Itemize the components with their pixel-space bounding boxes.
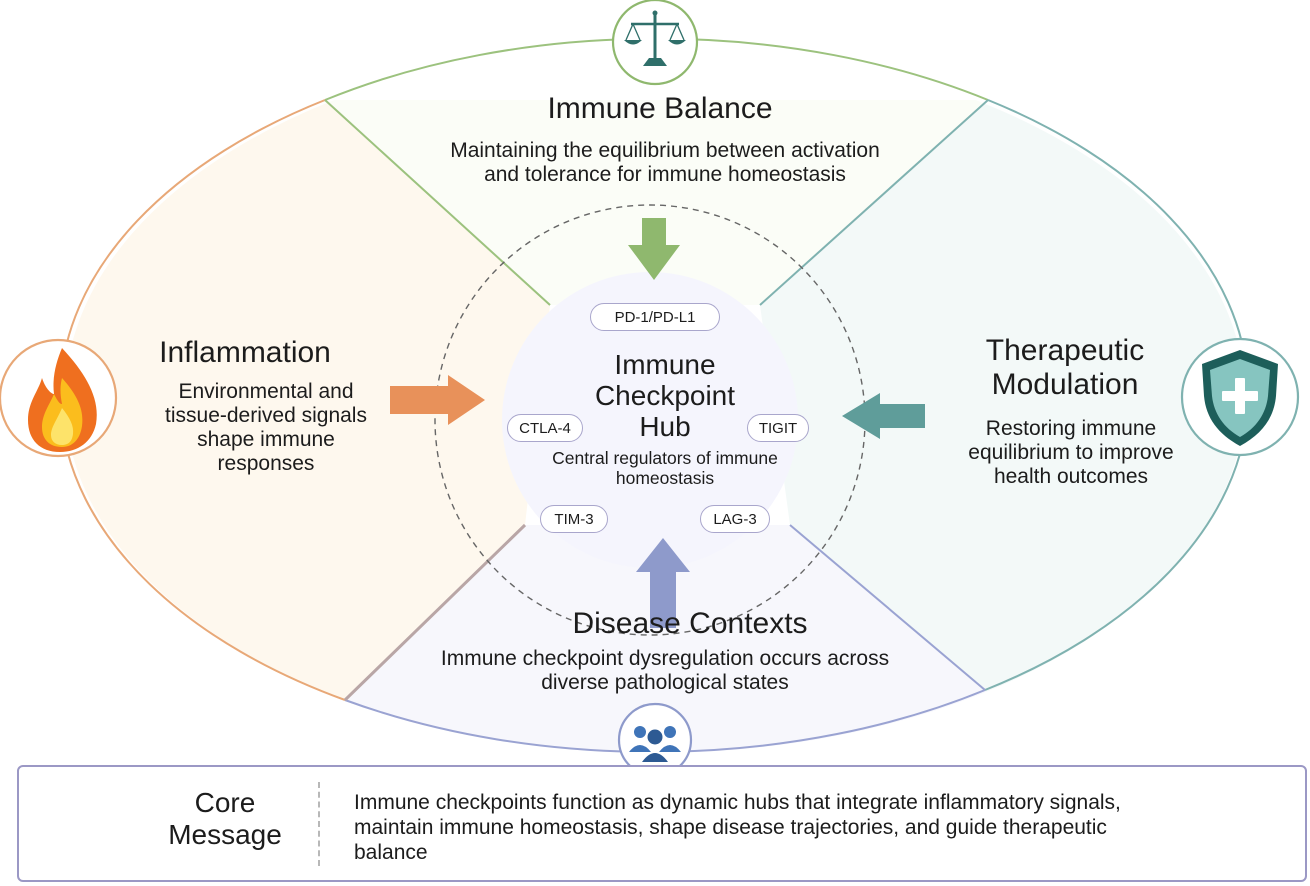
people-group-icon <box>617 702 693 778</box>
inflammation-title: Inflammation <box>159 336 331 369</box>
divider-bottom-right <box>789 524 986 691</box>
shield-plus-icon <box>1180 337 1300 457</box>
core-message-box <box>17 765 1307 882</box>
hub-circle <box>502 272 798 568</box>
checkpoint-pd1-pill: PD-1/PD-L1 <box>590 303 720 331</box>
inflammation-description: Environmental and tissue-derived signals… <box>165 380 367 475</box>
scales-icon <box>611 0 699 86</box>
divider-bottom-left <box>343 523 527 702</box>
flame-icon <box>0 338 118 458</box>
balance-arrow <box>628 218 680 280</box>
core-message-text: Immune checkpoints function as dynamic h… <box>354 791 1121 864</box>
disease-description: Immune checkpoint dysregulation occurs a… <box>440 647 890 694</box>
therapeutic-description: Restoring immune equilibrium to improve … <box>968 417 1174 488</box>
divider-top-right <box>759 99 989 306</box>
balance-region <box>325 100 988 305</box>
hub-description: Central regulators of immune homeostasis <box>552 448 778 488</box>
therapeutic-arrow <box>842 393 925 439</box>
disease-arrow <box>636 538 690 628</box>
hub-title: Immune Checkpoint Hub <box>594 349 736 442</box>
checkpoint-tigit-pill: TIGIT <box>747 414 809 442</box>
checkpoint-tim3-pill: TIM-3 <box>540 505 608 533</box>
therapeutic-title: Therapeutic Modulation <box>985 334 1145 401</box>
checkpoint-ctla4-pill: CTLA-4 <box>507 414 583 442</box>
divider-top-left <box>324 99 551 306</box>
core-message-title: Core Message <box>168 787 282 850</box>
inflammation-arrow <box>390 375 485 425</box>
balance-title: Immune Balance <box>547 92 773 125</box>
disease-title: Disease Contexts <box>572 607 808 640</box>
balance-description: Maintaining the equilibrium between acti… <box>450 139 880 186</box>
checkpoint-lag3-pill: LAG-3 <box>700 505 770 533</box>
core-message-divider <box>318 782 320 866</box>
